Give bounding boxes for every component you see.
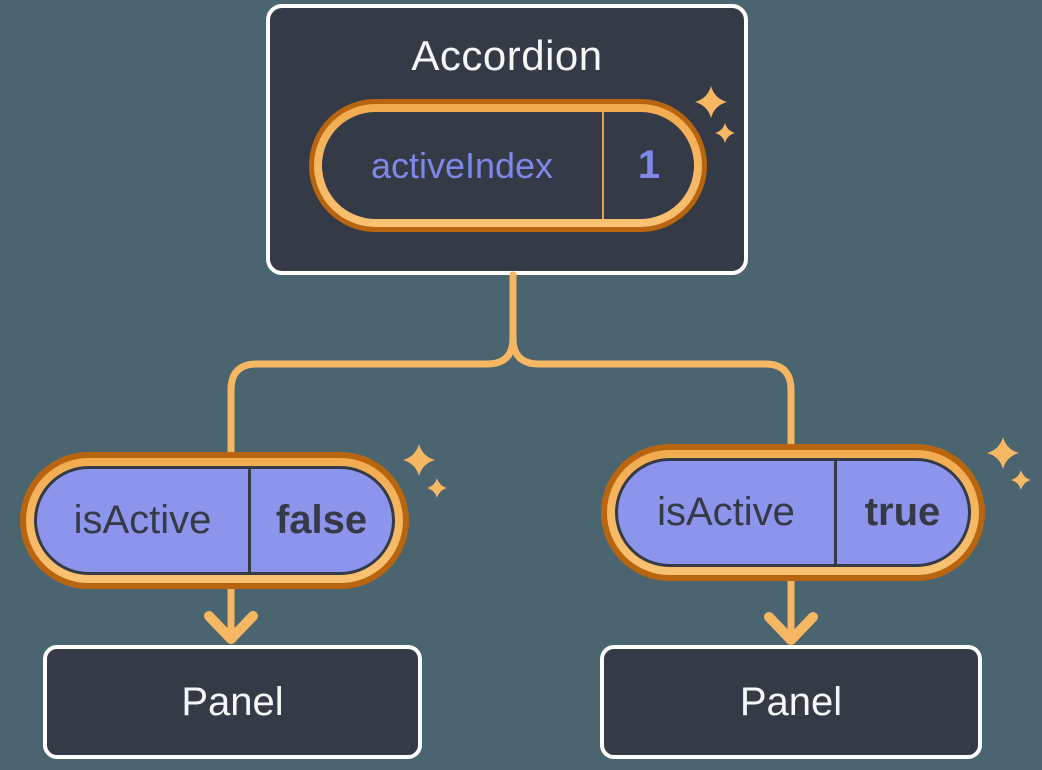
panel-label: Panel bbox=[739, 679, 843, 724]
state-value: 1 bbox=[602, 112, 694, 219]
prop-name: isActive bbox=[73, 498, 212, 542]
state-name: activeIndex bbox=[370, 144, 554, 186]
prop-value: false bbox=[248, 469, 392, 572]
arrowhead-down-right-icon bbox=[764, 612, 818, 645]
panel-node-right: Panel bbox=[600, 645, 982, 759]
accordion-title: Accordion bbox=[411, 32, 603, 79]
prop-pill-isactive-true: isActive true bbox=[601, 444, 985, 581]
sparkle-icon bbox=[403, 444, 435, 476]
prop-value: true bbox=[834, 461, 968, 564]
sparkle-icon bbox=[427, 478, 447, 498]
panel-node-left: Panel bbox=[43, 645, 422, 759]
arrowhead-down-left-icon bbox=[204, 611, 258, 644]
prop-pill-body: isActive false bbox=[34, 466, 395, 575]
prop-pill-isactive-false: isActive false bbox=[20, 452, 409, 589]
state-pill-activeindex: activeIndex 1 bbox=[309, 99, 707, 232]
panel-label: Panel bbox=[181, 679, 284, 724]
sparkle-icon bbox=[987, 437, 1019, 469]
prop-pill-body: isActive true bbox=[615, 458, 971, 567]
state-pill-body: activeIndex 1 bbox=[322, 112, 694, 219]
prop-name: isActive bbox=[657, 490, 795, 534]
sparkle-icon bbox=[1011, 470, 1031, 490]
